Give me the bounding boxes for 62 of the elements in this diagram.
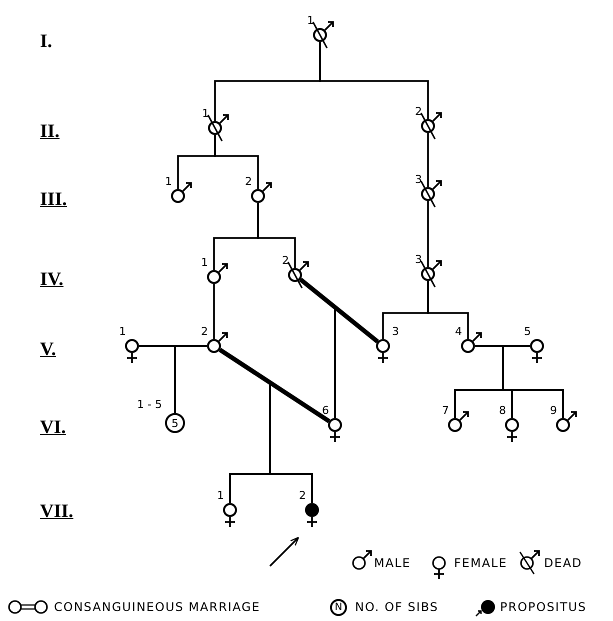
individual-symbol [207,270,221,284]
generation-numeral: III. [40,190,67,209]
individual-number: 1 [119,326,126,337]
individual-symbol [251,189,265,203]
pedigree-line [427,281,469,339]
individual-symbol [171,189,185,203]
generation-numeral: V. [40,340,56,359]
individual-number: 2 [201,326,208,337]
individual-symbol [448,418,462,432]
pedigree-line [502,345,564,418]
sibs-symbol-sample: N [330,599,347,616]
individual-number: 3 [415,254,422,265]
individual-number: 1 [202,108,209,119]
legend-label: PROPOSITUS [500,601,587,613]
generation-numeral: II. [40,122,60,141]
pedigree-line [427,201,429,267]
legend-label: NO. OF SIBS [355,601,439,613]
individual-number: 1 [217,490,224,501]
pointer-arrow [269,536,300,567]
individual-number: 2 [299,490,306,501]
individual-number: 4 [455,326,462,337]
individual-symbol [125,339,139,353]
individual-symbol [461,339,475,353]
individual-number: 6 [322,405,329,416]
individual-number: 2 [245,176,252,187]
sibship-symbol: 5 [165,413,185,433]
individual-symbol [223,503,237,517]
generation-numeral: VI. [40,418,66,437]
pedigree-line [174,345,207,413]
individual-symbol [376,339,390,353]
individual-symbol [505,418,519,432]
consanguineous-marriage-line [218,348,330,424]
individual-number: 9 [550,405,557,416]
pedigree-line [213,284,215,339]
generation-numeral: VII. [40,502,74,521]
pedigree-line [319,42,429,119]
generation-numeral: I. [40,32,52,51]
individual-number: 2 [282,255,289,266]
generation-numeral: IV. [40,270,64,289]
individual-number: 8 [499,405,506,416]
individual-number: 5 [524,326,531,337]
individual-number: 7 [442,405,449,416]
legend-label: DEAD [544,557,582,569]
pedigree-line [214,135,259,189]
individual-symbol [328,418,342,432]
individual-number: 1 - 5 [137,399,162,410]
pedigree-line [257,203,296,268]
individual-number: 2 [415,106,422,117]
individual-number: 1 [307,15,314,26]
individual-number: 3 [415,174,422,185]
affected-individual-symbol [305,503,319,517]
individual-number: 1 [201,257,208,268]
pedigree-line [427,133,429,187]
legend-label: FEMALE [454,557,508,569]
legend-label: MALE [374,557,411,569]
legend-label: CONSANGUINEOUS MARRIAGE [54,601,260,613]
individual-symbol [207,339,221,353]
individual-number: 3 [392,326,399,337]
individual-symbol [556,418,570,432]
individual-number: 1 [165,176,172,187]
individual-symbol [530,339,544,353]
consanguineous-marriage-line [298,278,380,344]
